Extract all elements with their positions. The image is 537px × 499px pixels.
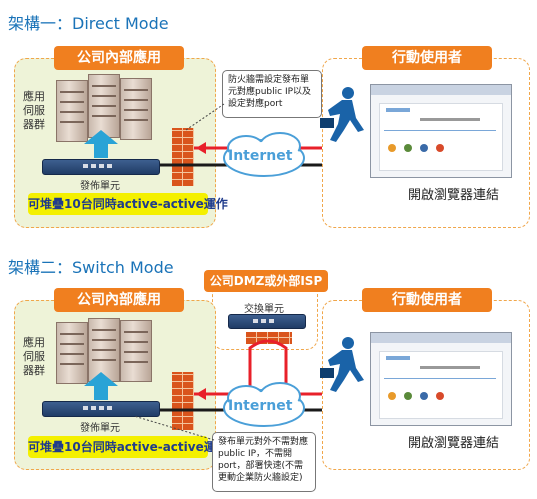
arch2-switch-device — [228, 314, 306, 329]
arch2-browser-window — [370, 332, 512, 426]
arch2-company-header: 公司內部應用 — [54, 288, 184, 312]
arch2-publish-note: 發布單元對外不需對應public IP，不需開port，部署快速(不需更動企業防… — [212, 432, 316, 492]
arch2-publish-device — [42, 401, 160, 417]
arch1-internet-cloud-icon — [223, 132, 305, 177]
arch1-publish-label: 發佈單元 — [80, 181, 120, 192]
arch2-user-header: 行動使用者 — [362, 288, 492, 312]
arch2-connection-diagram — [160, 339, 362, 427]
arch1-stack-label: 可堆疊10台同時active-active運作 — [28, 193, 228, 215]
arch1-browser-window — [370, 84, 512, 178]
arch2-runner-icon — [320, 337, 364, 392]
arch1-firewall-note: 防火牆需設定發布單元對應public IP以及設定對應port — [222, 70, 322, 118]
arch2-server-2 — [88, 318, 120, 382]
arch2-firewall — [172, 372, 194, 430]
arch2-stack-label: 可堆疊10台同時active-active運作 — [28, 436, 228, 458]
arch1-company-header: 公司內部應用 — [54, 46, 184, 70]
arch1-user-header: 行動使用者 — [362, 46, 492, 70]
arch2-server-1 — [56, 322, 88, 384]
arch2-publish-label: 發佈單元 — [80, 423, 120, 434]
arch2-internet-cloud-icon — [223, 382, 305, 427]
arch2-dmz-firewall — [246, 332, 292, 344]
arch1-server-1 — [56, 80, 88, 142]
arch1-title: 架構一：Direct Mode — [8, 14, 169, 33]
arch1-server-group-label: 應用伺服器群 — [23, 90, 45, 131]
arch1-publish-device — [42, 159, 160, 175]
arch1-internet-label: Internet — [228, 148, 293, 164]
arch1-firewall — [172, 128, 194, 186]
arch1-connection-diagram — [160, 132, 362, 177]
arch1-runner-icon — [320, 87, 364, 142]
arch1-server-3 — [120, 78, 152, 140]
arch2-title: 架構二：Switch Mode — [8, 258, 174, 277]
arch2-upload-arrow-icon — [84, 372, 118, 400]
arch2-browser-label: 開啟瀏覽器連結 — [408, 436, 500, 451]
arch2-server-group-label: 應用伺服器群 — [23, 336, 45, 377]
arch1-browser-label: 開啟瀏覽器連結 — [408, 188, 500, 203]
arch1-upload-arrow-icon — [84, 130, 118, 158]
arch2-internet-label: Internet — [228, 398, 293, 414]
arch2-note-pointer — [133, 415, 215, 441]
arch2-dmz-header: 公司DMZ或外部ISP — [204, 270, 328, 292]
arch1-server-2 — [88, 74, 120, 138]
arch2-switch-label: 交換單元 — [244, 304, 284, 315]
arch2-server-3 — [120, 320, 152, 382]
